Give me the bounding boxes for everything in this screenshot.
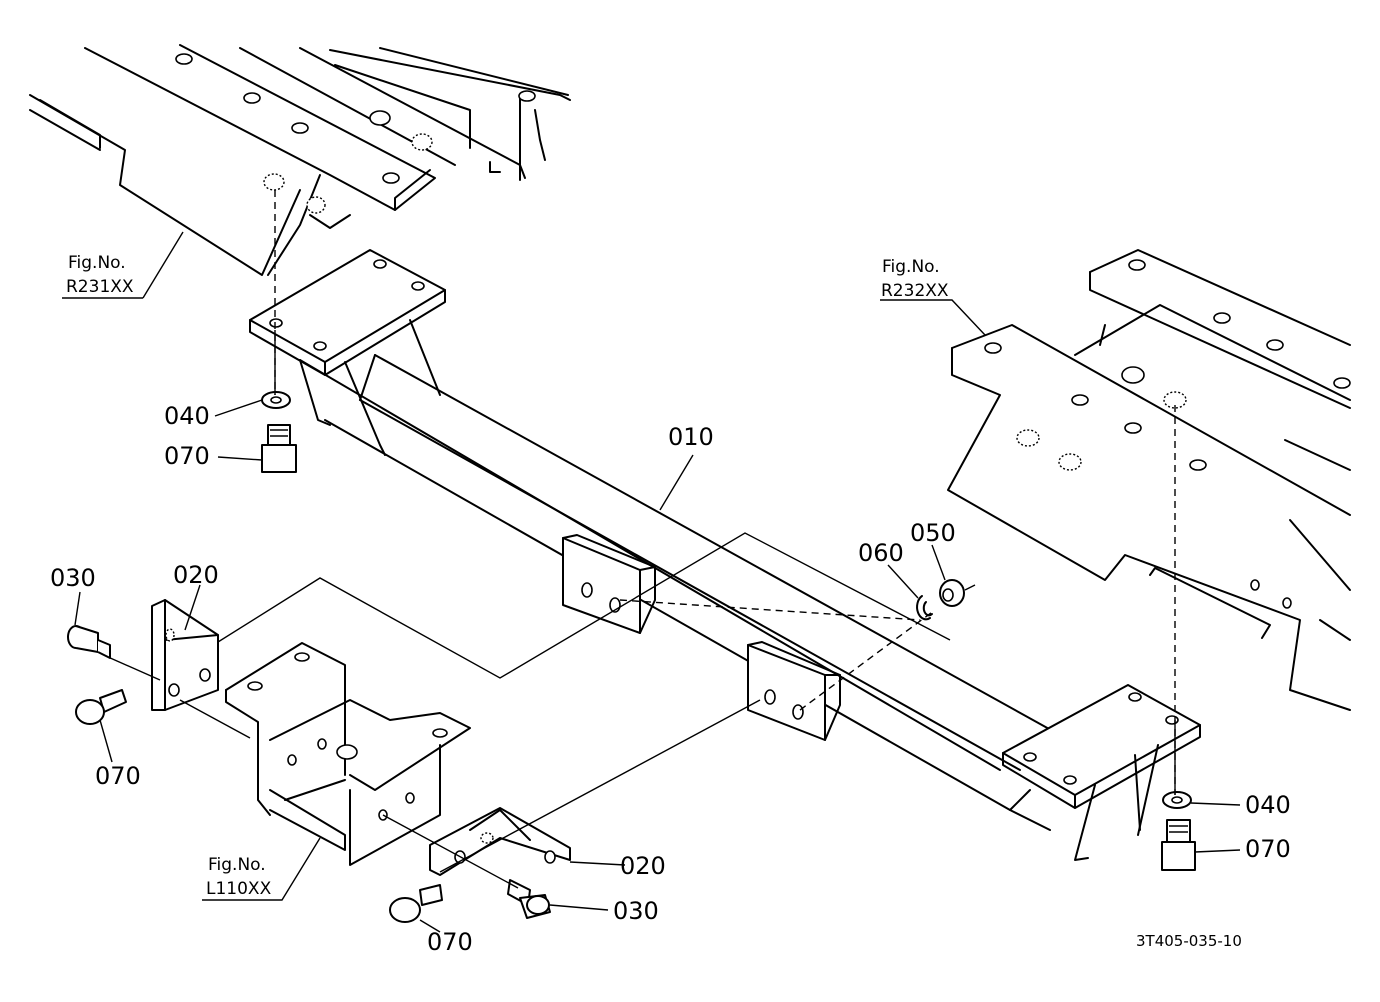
assembly-lines: [107, 190, 1176, 889]
fig-ref-l110-line2: L110XX: [206, 879, 272, 899]
cross-member-010: [249, 249, 1201, 861]
drawing-code: 3T405-035-10: [1136, 932, 1242, 950]
fig-ref-r232-line1: Fig.No.: [882, 257, 940, 277]
bolt-070-bottom: [389, 884, 443, 923]
fig-ref-r231-line1: Fig.No.: [68, 253, 126, 273]
part-label-060: 060: [858, 539, 904, 567]
part-label-050: 050: [910, 519, 956, 547]
frame-r231-assembly: [29, 44, 571, 276]
frame-r232-assembly: [947, 249, 1351, 711]
part-label-030-left: 030: [50, 564, 96, 592]
part-label-070-bottom: 070: [427, 928, 473, 956]
part-label-020-left: 020: [173, 561, 219, 589]
washer-060: [916, 595, 933, 621]
part-label-020-bottom: 020: [620, 852, 666, 880]
bolt-070-top-left: [261, 424, 297, 473]
bracket-020-bottom: [429, 807, 571, 876]
washer-040-left: [261, 391, 291, 409]
part-label-070-right: 070: [1245, 835, 1291, 863]
bracket-020-left: [151, 599, 219, 711]
washer-040-right: [1162, 791, 1192, 809]
bolt-070-right: [1161, 819, 1196, 871]
part-label-070-top-left: 070: [164, 442, 210, 470]
frame-l110-assembly: [225, 642, 471, 866]
part-label-030-bottom: 030: [613, 897, 659, 925]
part-label-010: 010: [668, 423, 714, 451]
part-label-040-right: 040: [1245, 791, 1291, 819]
part-label-040-left: 040: [164, 402, 210, 430]
fig-ref-r232-line2: R232XX: [881, 281, 949, 301]
bolt-030-left: [67, 625, 111, 659]
bolt-030-bottom: [507, 879, 551, 919]
fig-ref-r231-line2: R231XX: [66, 277, 134, 297]
nut-050: [939, 579, 965, 607]
fig-ref-l110-line1: Fig.No.: [208, 855, 266, 875]
part-label-070-left: 070: [95, 762, 141, 790]
leader-lines: [62, 231, 1241, 933]
bolt-070-left: [75, 689, 127, 725]
